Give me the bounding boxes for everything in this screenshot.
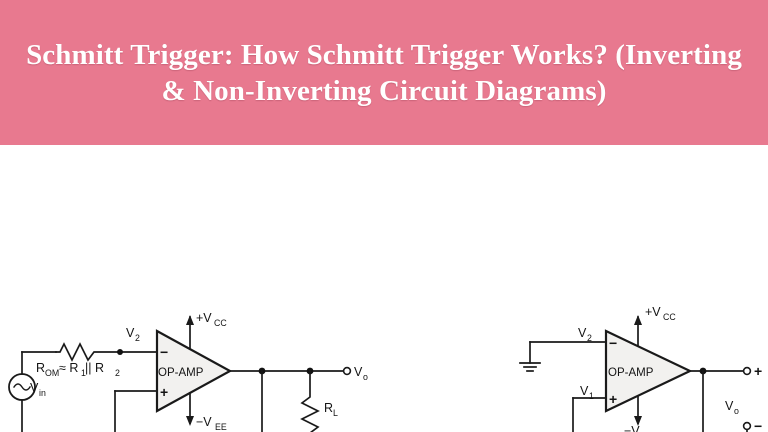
circuit-diagrams-svg: V in R OM ≈ R 1 || R 2 V 2 − + OP-AMP +V… [8, 305, 762, 432]
vee-arrow-head-right [634, 416, 642, 426]
label-v2-right: V [578, 326, 587, 340]
label-rl-sub: L [333, 408, 338, 418]
label-inverting-sign-right: − [609, 335, 617, 351]
label-v2-left: V [126, 326, 135, 340]
opamp-triangle-right [604, 329, 693, 413]
label-vin-left: V [30, 381, 39, 395]
label-vcc-right-sub: CC [663, 312, 676, 322]
label-noninverting-sign-left: + [160, 384, 168, 400]
right-supply-rails [634, 315, 642, 426]
vcc-arrow-head-right [634, 315, 642, 325]
left-supply-rails [186, 315, 194, 426]
label-v2-right-sub: 2 [587, 333, 592, 343]
label-vin-left-sub: in [39, 388, 46, 398]
rom-zigzag [55, 342, 121, 362]
label-v1-right: V [580, 384, 589, 398]
ground-symbol-v2-right [519, 362, 541, 372]
label-vcc-left-sub: CC [214, 318, 227, 328]
load-resistor-rl-zigzag [300, 370, 320, 432]
label-rl: R [324, 401, 333, 415]
label-rom-expr-sub1: 1 [81, 368, 86, 378]
circuit-figure-area: V in R OM ≈ R 1 || R 2 V 2 − + OP-AMP +V… [0, 145, 768, 432]
vee-arrow-head [186, 416, 194, 426]
left-circuit-inverting: V in R OM ≈ R 1 || R 2 V 2 − + OP-AMP +V… [8, 311, 368, 432]
header-banner: Schmitt Trigger: How Schmitt Trigger Wor… [0, 0, 768, 145]
left-input-resistor-rom [55, 342, 121, 362]
label-v2-left-sub: 2 [135, 333, 140, 343]
label-v1-right-sub: 1 [589, 391, 594, 401]
output-terminal-left [342, 366, 352, 376]
label-rom-expr-mid: || R [85, 361, 104, 375]
label-rom: R [36, 361, 45, 375]
label-opamp-right: OP-AMP [608, 367, 654, 379]
label-vo-left-sub: o [363, 372, 368, 382]
label-vee-left: −V [196, 415, 212, 429]
label-vo-right-sub: o [734, 406, 739, 416]
label-vcc-left: +V [196, 311, 212, 325]
label-vee-left-sub: EE [215, 422, 227, 432]
vcc-arrow-head [186, 315, 194, 325]
label-inverting-sign-left: − [160, 344, 168, 360]
label-noninverting-sign-right: + [609, 391, 617, 407]
left-ac-source [8, 351, 57, 432]
label-opamp-left: OP-AMP [158, 367, 204, 379]
page-title: Schmitt Trigger: How Schmitt Trigger Wor… [26, 38, 742, 107]
label-rom-expr: ≈ R [59, 361, 78, 375]
ac-sine-glyph [13, 383, 31, 391]
output-terminal-neg-right [742, 421, 752, 431]
label-rom-expr-sub2: 2 [115, 368, 120, 378]
label-vee-right: −V [624, 424, 640, 432]
node-dot-v2 [117, 349, 123, 355]
output-terminal-pos-right [742, 366, 752, 376]
label-vcc-right: +V [645, 305, 661, 319]
label-vo-right: V [725, 399, 734, 413]
right-circuit-non-inverting: V 2 V 1 − + OP-AMP +V CC −V EE R 1 R 2 V… [519, 305, 762, 432]
label-output-pos-right: + [754, 363, 762, 379]
label-vo-left: V [354, 365, 363, 379]
label-output-neg-right: − [754, 418, 762, 432]
label-rom-sub: OM [45, 368, 59, 378]
opamp-triangle-left [155, 329, 233, 413]
